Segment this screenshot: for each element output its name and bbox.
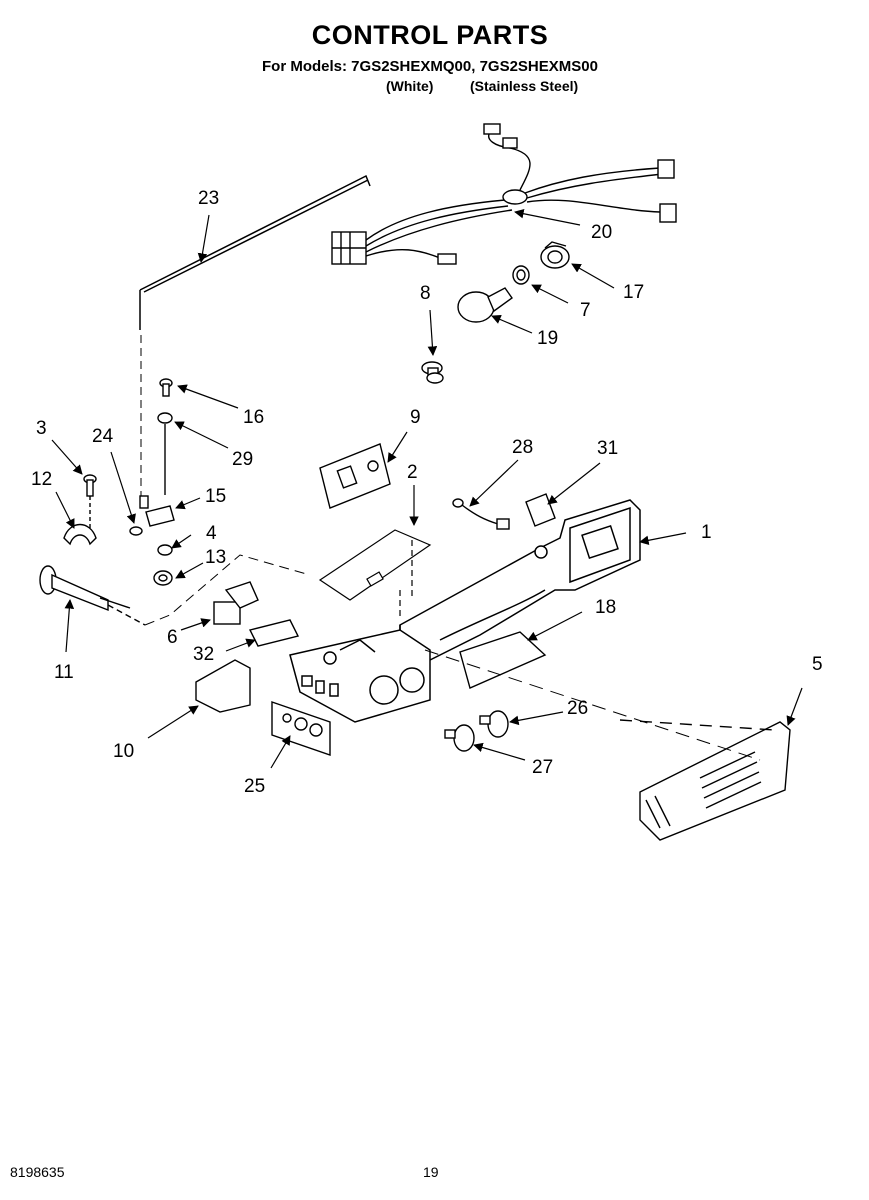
part-18-cover (459, 631, 547, 689)
callout-31: 31 (597, 438, 618, 459)
callout-10: 10 (113, 741, 134, 762)
part-10-bracket (195, 659, 251, 713)
control-panel-front (289, 629, 431, 723)
callout-27: 27 (532, 757, 553, 778)
callout-15: 15 (205, 486, 226, 507)
callout-labels: 1 2 3 4 5 6 7 8 9 10 11 12 13 15 16 17 1… (31, 188, 823, 797)
part-27-knob (444, 724, 475, 752)
part-17-socket (540, 241, 570, 269)
callout-24: 24 (92, 426, 114, 447)
part-4-washer (157, 544, 173, 556)
callout-12: 12 (31, 469, 52, 490)
callout-23: 23 (198, 188, 219, 209)
part-24-washer (129, 526, 143, 536)
part-19-light-bulb (457, 287, 513, 323)
callout-2: 2 (407, 462, 418, 483)
page-title: CONTROL PARTS (311, 20, 549, 50)
callout-29: 29 (232, 449, 253, 470)
part-5-grille (619, 719, 791, 841)
callout-8: 8 (420, 283, 431, 304)
callout-3: 3 (36, 418, 47, 439)
callout-4: 4 (206, 523, 217, 544)
part-25-button-plate (271, 701, 331, 756)
callout-9: 9 (410, 407, 421, 428)
part-28-sensor (452, 498, 510, 530)
part-3-screw (83, 474, 97, 530)
part-8-grommet (421, 361, 444, 384)
part-29-washer (157, 412, 173, 495)
callout-28: 28 (512, 437, 533, 458)
callout-25: 25 (244, 776, 265, 797)
callout-19: 19 (537, 328, 558, 349)
part-6-switch-bracket (213, 581, 259, 625)
part-15-link (139, 495, 175, 527)
part-7-lamp-socket (512, 265, 530, 285)
part-31-pad (525, 493, 556, 527)
assembly-line-grille (424, 649, 761, 761)
callout-11: 11 (54, 662, 74, 683)
models-subtitle: For Models: 7GS2SHEXMQ00, 7GS2SHEXMS00 (262, 58, 598, 75)
part-20-wire-harness (331, 123, 677, 265)
part-32-switch (248, 619, 300, 647)
callout-18: 18 (595, 597, 616, 618)
callout-17: 17 (623, 282, 644, 303)
part-16-screw (159, 378, 173, 397)
callout-5: 5 (812, 654, 823, 675)
variant-white-label: (White) (386, 78, 434, 94)
callout-20: 20 (591, 222, 612, 243)
callout-13: 13 (205, 547, 226, 568)
part-9-label-plate (319, 443, 391, 509)
part-12-clamp (63, 523, 97, 546)
callout-6: 6 (167, 627, 178, 648)
callout-26: 26 (567, 698, 588, 719)
variant-stainless-label: (Stainless Steel) (470, 78, 579, 94)
part-13-nut (153, 570, 173, 586)
page-number: 19 (423, 1164, 439, 1180)
doc-number: 8198635 (10, 1164, 65, 1180)
callout-16: 16 (243, 407, 264, 428)
leader-lines (51, 208, 803, 769)
callout-32: 32 (193, 644, 214, 665)
callout-7: 7 (580, 300, 591, 321)
part-11-shaft (39, 554, 311, 626)
callout-1: 1 (701, 522, 712, 543)
part-26-knob (479, 710, 509, 738)
part-2-insulation (318, 529, 432, 620)
part-23-rod (139, 174, 371, 500)
